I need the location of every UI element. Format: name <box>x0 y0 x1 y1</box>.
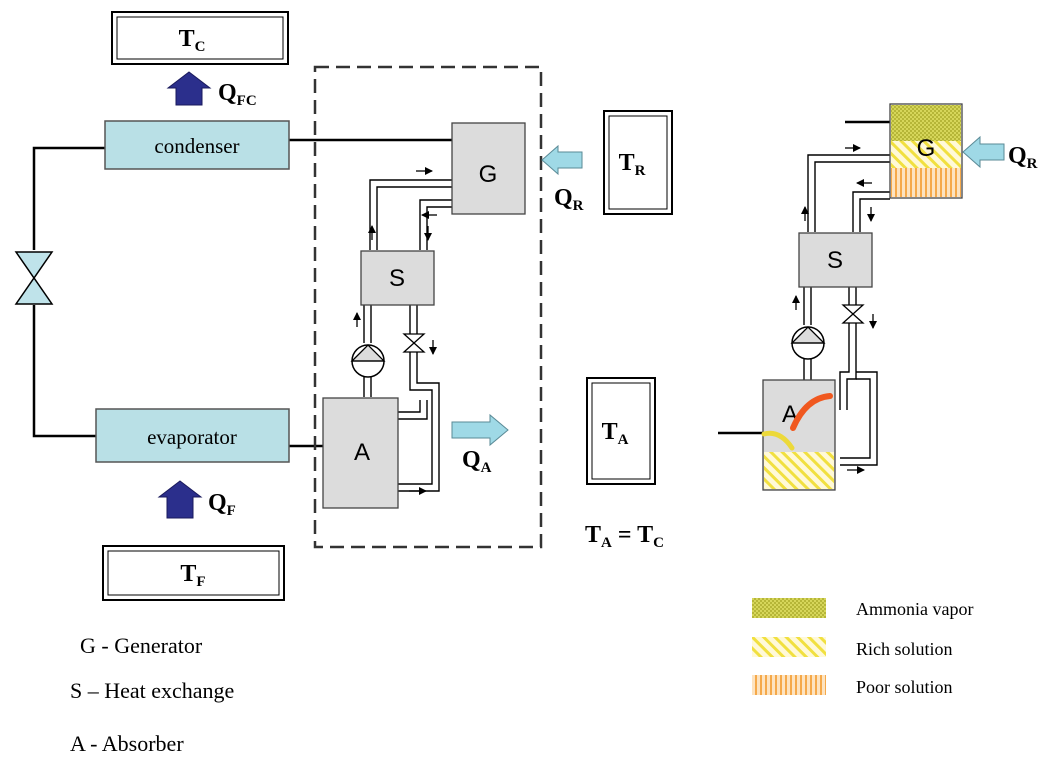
qr-arrow-icon <box>541 144 583 176</box>
heat-exchanger-right-label: S <box>827 247 843 274</box>
heat-exchanger-right: S <box>798 232 873 288</box>
qr-label: QR <box>554 185 584 214</box>
absorber: A <box>322 397 399 509</box>
ta-sub: A <box>618 432 629 448</box>
svg-text:TC: TC <box>179 26 206 55</box>
refrigerant-loop <box>32 138 452 448</box>
ammonia-vapor-swatch <box>752 598 826 618</box>
ammonia-vapor-label: Ammonia vapor <box>856 599 973 619</box>
rich-solution-label: Rich solution <box>856 639 953 659</box>
tc-sub: C <box>195 39 206 55</box>
absorber-label: A <box>354 439 370 466</box>
qf-label: QF <box>208 490 236 519</box>
right-piping <box>718 120 890 466</box>
evaporator-label: evaporator <box>147 425 237 449</box>
poor-solution-curve <box>790 393 833 431</box>
rich-solution-swatch <box>752 637 826 657</box>
equilibrium-equation: TA = TC <box>585 522 664 551</box>
qr-right-arrow-icon <box>962 135 1005 169</box>
right-flow-arrows <box>792 144 877 474</box>
generator-right-label: G <box>917 135 936 162</box>
tr-main: T <box>619 150 635 176</box>
qa-arrow-icon <box>451 413 509 447</box>
tc-main: T <box>179 26 195 52</box>
heat-exchanger-label: S <box>389 265 405 292</box>
generator-label: G <box>479 161 498 188</box>
condenser-label: condenser <box>154 134 239 158</box>
qa-label: QA <box>462 447 492 476</box>
heat-exchanger: S <box>360 250 435 306</box>
pump-icon <box>350 344 386 378</box>
svg-text:TA: TA <box>602 419 629 448</box>
reservoir-ta: TA <box>586 377 656 485</box>
key-generator: G - Generator <box>80 633 203 658</box>
ta-main: T <box>602 419 618 445</box>
key-absorber: A - Absorber <box>70 731 184 756</box>
svg-text:TR: TR <box>619 150 646 179</box>
flow-arrows <box>353 167 437 495</box>
reservoir-tr: TR <box>603 110 673 215</box>
tr-sub: R <box>635 163 646 179</box>
reservoir-tc: TC <box>111 11 289 65</box>
tf-main: T <box>180 561 196 587</box>
svg-text:TF: TF <box>180 561 205 590</box>
poor-solution-swatch <box>752 675 826 695</box>
generator-right: G <box>889 103 963 199</box>
rich-solution-curve <box>761 430 795 451</box>
tf-sub: F <box>196 574 205 590</box>
absorber-right: A <box>761 379 836 491</box>
qf-arrow-icon <box>157 480 203 519</box>
reservoir-tf: TF <box>102 545 285 601</box>
qr-right-label: QR <box>1008 143 1038 172</box>
poor-solution-label: Poor solution <box>856 677 953 697</box>
machine-boundary <box>313 65 543 549</box>
key-heat-exchange: S – Heat exchange <box>70 678 234 703</box>
valve-right-icon <box>841 304 865 324</box>
qfc-label: QFC <box>218 80 257 109</box>
qfc-arrow-icon <box>166 71 212 106</box>
expansion-valve-icon <box>14 251 54 305</box>
valve-icon <box>402 333 426 353</box>
generator: G <box>451 122 526 215</box>
evaporator: evaporator <box>95 408 290 463</box>
condenser: condenser <box>104 120 290 170</box>
fluid-legend: Ammonia vapor Rich solution Poor solutio… <box>752 598 973 697</box>
pump-right-icon <box>790 326 826 360</box>
